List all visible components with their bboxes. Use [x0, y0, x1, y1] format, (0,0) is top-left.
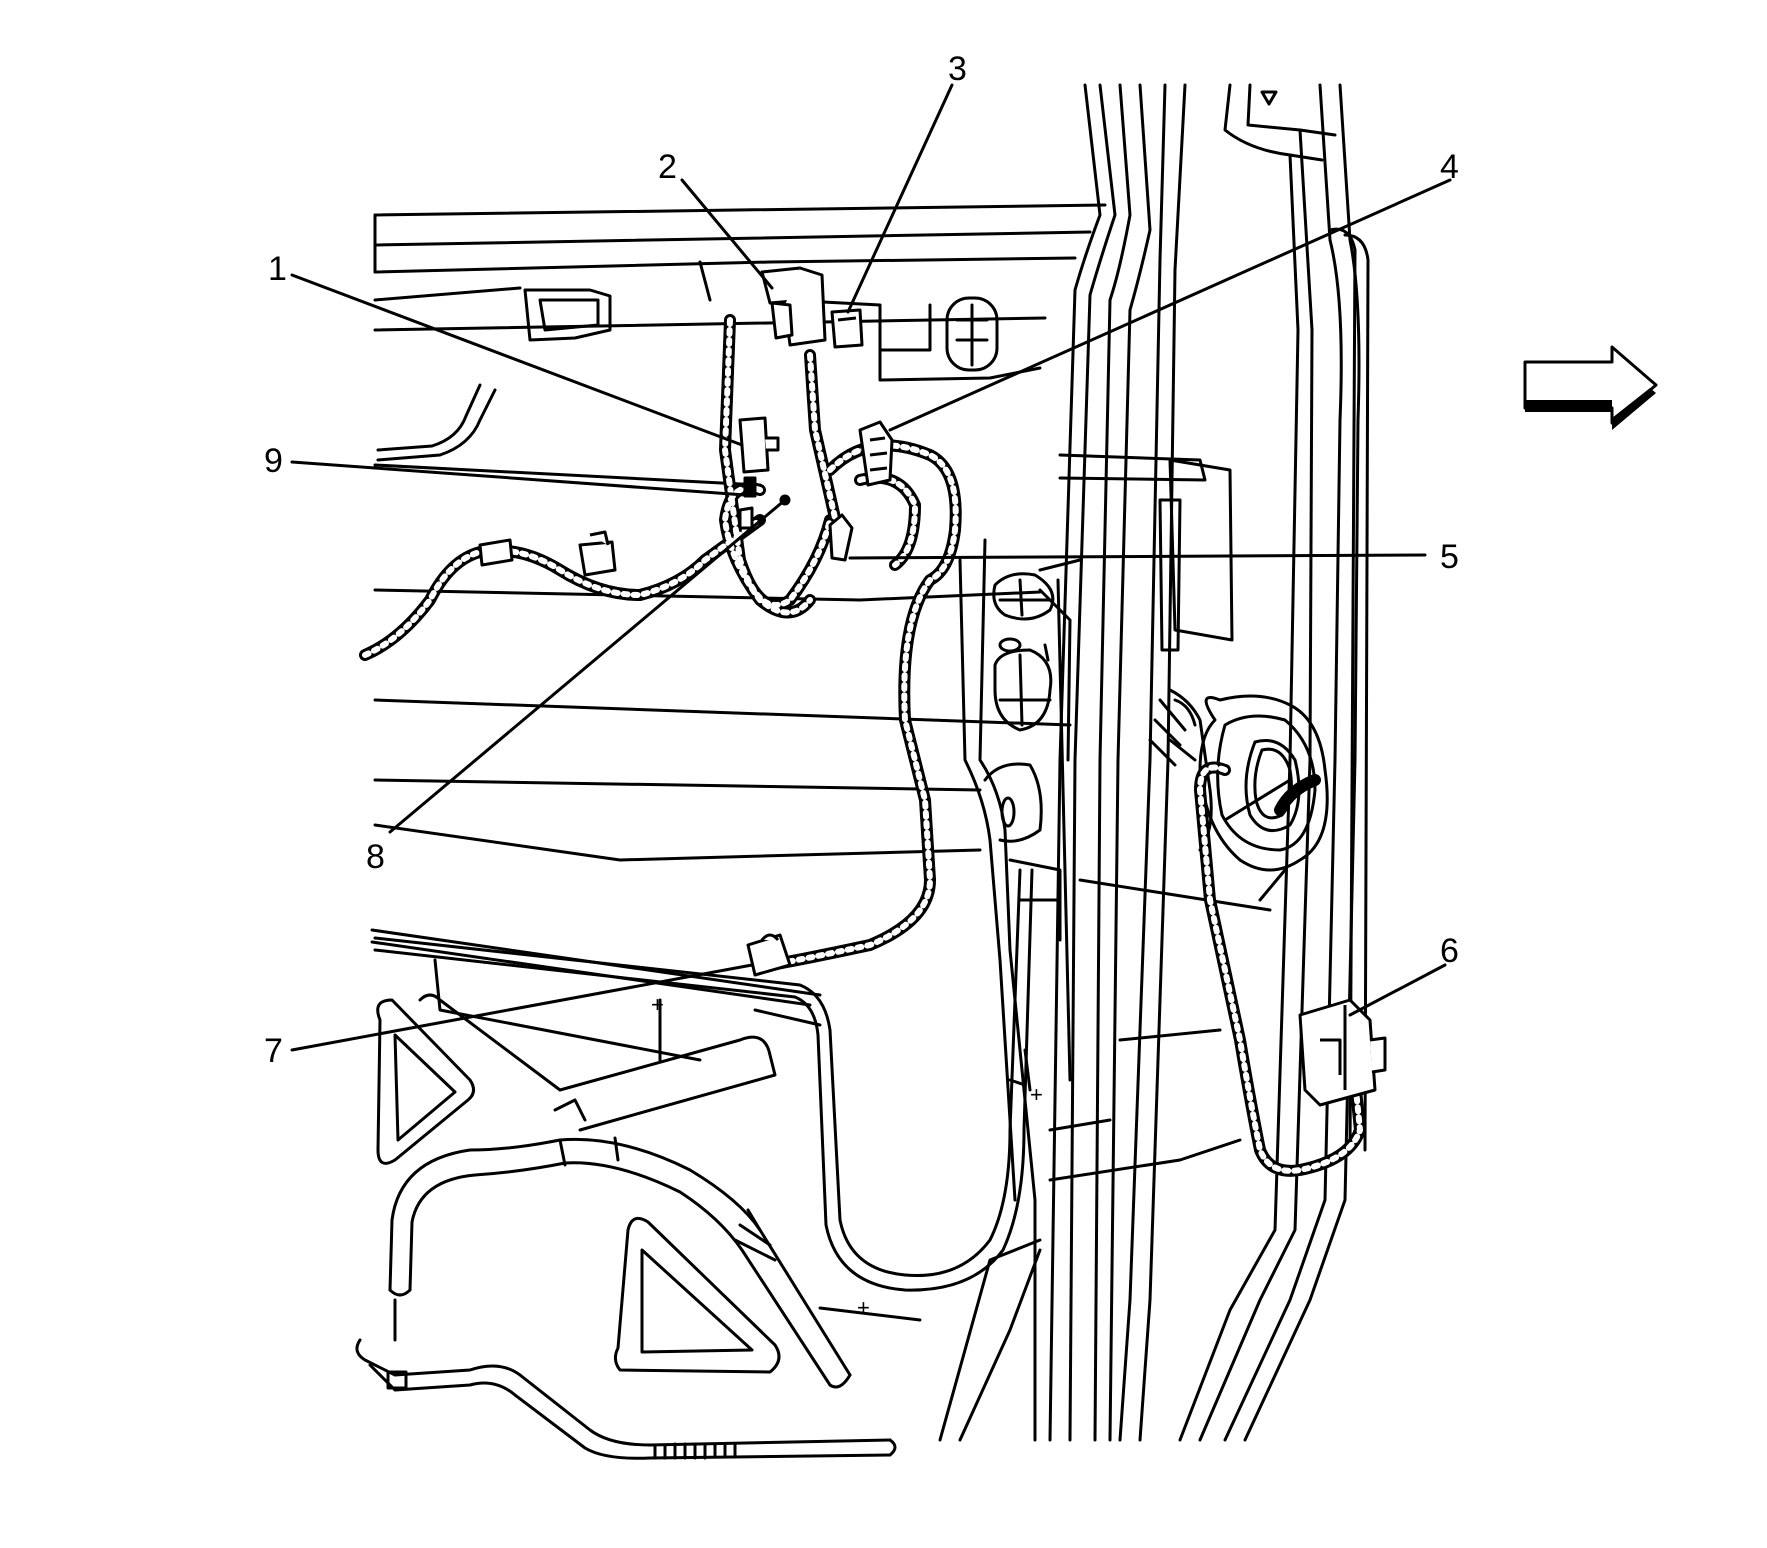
callout-labels: 1 2 3 4 5 6 7 8 9 — [264, 50, 1459, 1070]
connector-5 — [828, 513, 854, 562]
callout-6: 6 — [1440, 932, 1459, 970]
callout-leaders — [290, 83, 1452, 1052]
arrow-right-icon — [1523, 345, 1658, 430]
body-panel — [370, 203, 1107, 1062]
connector-2 — [760, 266, 827, 347]
connector-1 — [738, 416, 780, 498]
callout-9: 9 — [264, 442, 283, 480]
connectors — [478, 266, 1387, 1107]
svg-text:+: + — [857, 1295, 870, 1320]
svg-text:+: + — [1030, 1082, 1043, 1107]
harness-routing — [373, 868, 1034, 1292]
pillar-bracket: + — [958, 538, 1072, 1442]
callout-7: 7 — [264, 1032, 283, 1070]
connector-3 — [830, 308, 864, 349]
door-grommet — [1148, 688, 1329, 872]
door-pillar — [938, 83, 1370, 1442]
svg-text:+: + — [651, 992, 664, 1017]
callout-3: 3 — [948, 50, 967, 88]
connector-7 — [746, 933, 792, 977]
connector-6 — [1298, 998, 1387, 1107]
callout-2: 2 — [658, 148, 677, 186]
vent-grille — [945, 296, 999, 372]
callout-8: 8 — [366, 838, 385, 876]
callout-5: 5 — [1440, 538, 1459, 576]
floor-structure: + + — [355, 992, 922, 1460]
callout-1: 1 — [268, 250, 287, 288]
callout-4: 4 — [1440, 148, 1459, 186]
connector-4 — [858, 420, 894, 487]
